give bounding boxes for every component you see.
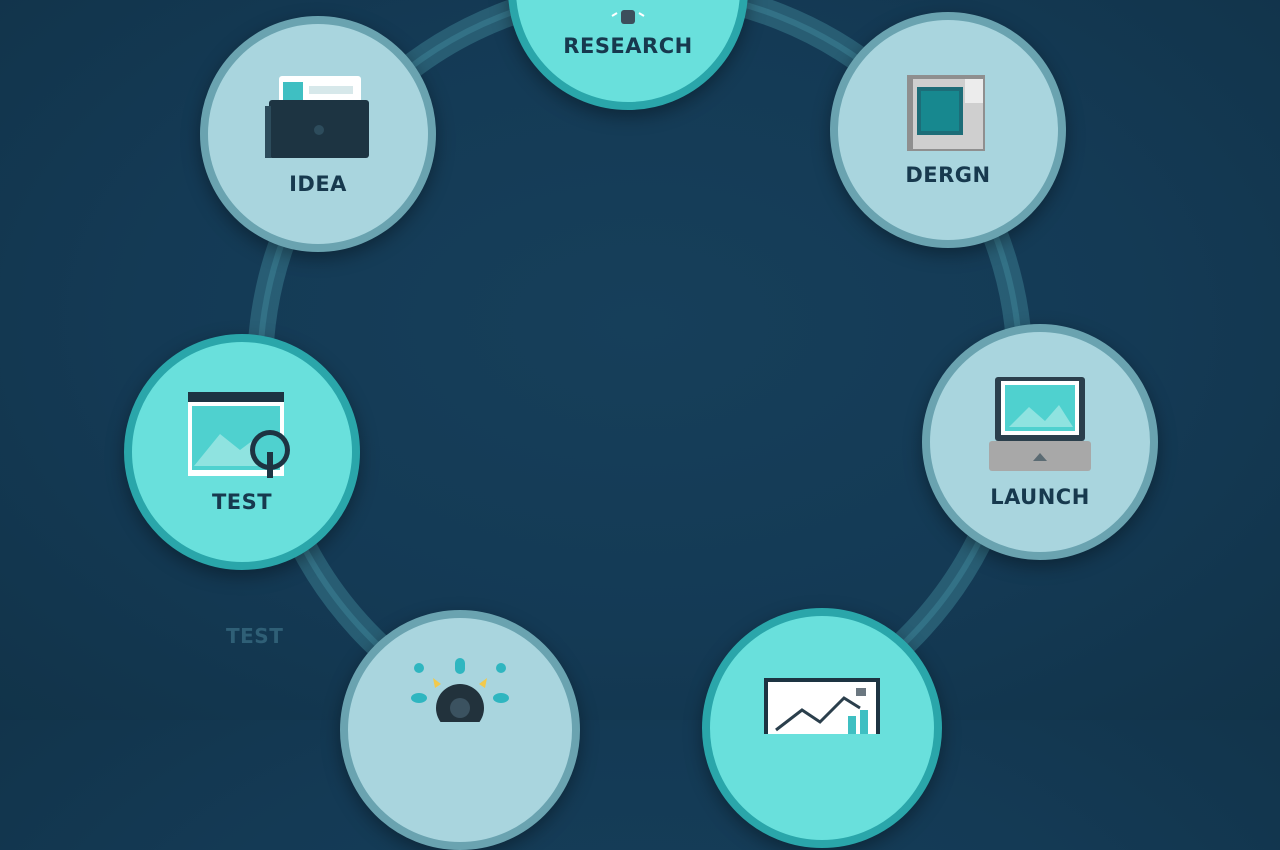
magnifier-screen-icon <box>188 392 290 478</box>
stage-label: LAUNCH <box>990 485 1090 509</box>
gear-icon <box>411 658 509 722</box>
laptop-icon <box>989 377 1091 471</box>
stage-idea[interactable]: IDEA <box>200 16 436 252</box>
stage-label: TEST <box>211 490 273 514</box>
stage-label: RESEARCH <box>563 34 693 58</box>
microscope-icon <box>611 10 645 24</box>
stage-test[interactable]: TEST <box>124 334 360 570</box>
stage-design[interactable]: DERGN <box>830 12 1066 248</box>
chart-icon <box>764 678 880 734</box>
stage-launch[interactable]: LAUNCH <box>922 324 1158 560</box>
stage-label: DERGN <box>905 163 991 187</box>
stage-analyze[interactable] <box>702 608 942 848</box>
stage-label: IDEA <box>289 172 347 196</box>
design-window-icon <box>907 75 985 151</box>
stage-develop[interactable] <box>340 610 580 850</box>
ghost-label: TEST <box>226 624 284 648</box>
folder-icon <box>265 76 369 158</box>
